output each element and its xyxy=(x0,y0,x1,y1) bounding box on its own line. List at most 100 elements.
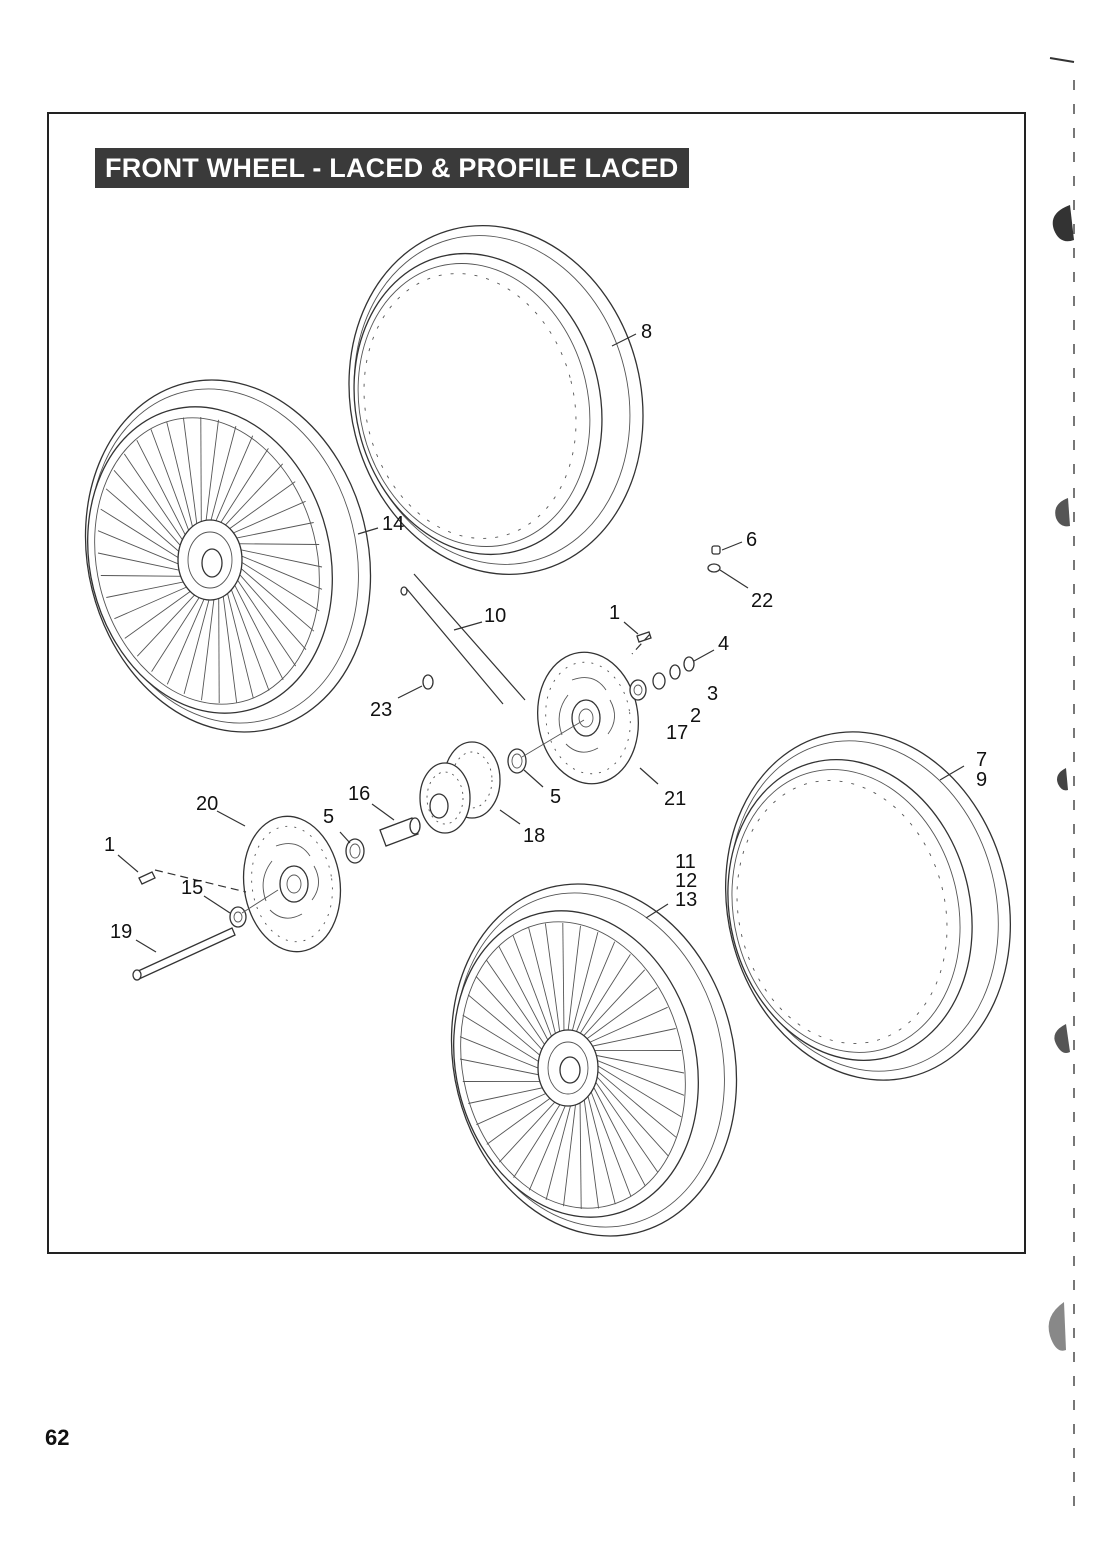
callout-5-right: 5 xyxy=(550,786,561,808)
callout-17: 17 xyxy=(666,722,688,744)
callout-22: 22 xyxy=(751,590,773,612)
callout-23: 23 xyxy=(370,699,392,721)
callout-15: 15 xyxy=(181,877,203,899)
spoke xyxy=(586,1093,616,1205)
spoke xyxy=(589,1089,632,1197)
spoke xyxy=(229,500,306,535)
callout-19: 19 xyxy=(110,921,132,943)
rim-part-7-9 xyxy=(724,731,1012,1081)
spoke xyxy=(462,1014,547,1067)
spoke xyxy=(166,595,207,685)
spoke xyxy=(201,595,215,701)
spoke xyxy=(528,1099,569,1191)
spoke xyxy=(592,1028,676,1047)
spoke xyxy=(597,1070,677,1138)
laced-wheel-part-11-12-13 xyxy=(450,883,738,1237)
spoke xyxy=(218,594,220,704)
spoke xyxy=(590,1006,668,1043)
leader-lines xyxy=(117,333,965,953)
spoke xyxy=(236,548,323,568)
spoke xyxy=(583,1096,600,1209)
spoke xyxy=(486,1093,557,1145)
spoke xyxy=(498,945,552,1047)
spoke xyxy=(100,575,186,577)
spoke xyxy=(229,585,270,691)
callout-18: 18 xyxy=(523,825,545,847)
spoke xyxy=(467,994,547,1062)
diagram-title: FRONT WHEEL - LACED & PROFILE LACED xyxy=(95,148,689,188)
spoke xyxy=(218,448,269,527)
spoke xyxy=(183,595,211,695)
bolt-part-1-left xyxy=(138,871,156,885)
axle-part-19 xyxy=(132,927,236,981)
spoke xyxy=(213,435,254,525)
nut-part-4 xyxy=(683,656,695,672)
spoke xyxy=(136,439,188,540)
spacer-part-15 xyxy=(229,906,247,928)
spoke xyxy=(596,1055,685,1074)
washer-part-2 xyxy=(652,672,666,690)
callout-1-right: 1 xyxy=(609,602,620,624)
rim-part-8 xyxy=(348,225,644,575)
spoke xyxy=(205,419,219,525)
bearing-part-5-right xyxy=(507,748,527,774)
spoke xyxy=(114,585,191,620)
hub-flange-part-18 xyxy=(419,741,501,834)
callout-14: 14 xyxy=(382,513,404,535)
callout-12: 12 xyxy=(675,870,697,892)
spoke xyxy=(166,421,194,532)
spoke xyxy=(594,1081,659,1173)
callout-9: 9 xyxy=(976,769,987,791)
spoke xyxy=(237,565,315,632)
callout-10: 10 xyxy=(484,605,506,627)
spoke xyxy=(476,1089,554,1126)
spoke xyxy=(124,588,194,639)
spoke xyxy=(123,453,186,544)
spoke xyxy=(209,425,237,525)
spoke xyxy=(459,1058,548,1077)
spoke xyxy=(579,1098,582,1210)
spoke xyxy=(232,522,314,540)
callout-3: 3 xyxy=(707,683,718,705)
spoke xyxy=(136,591,198,657)
spoke xyxy=(583,969,646,1037)
spoke xyxy=(232,580,284,681)
callout-1-left: 1 xyxy=(104,834,115,856)
binding-edge xyxy=(1048,57,1075,1506)
callout-8: 8 xyxy=(641,321,652,343)
spoke xyxy=(513,1098,565,1178)
spoke xyxy=(592,1085,646,1187)
spoke xyxy=(97,530,183,567)
spoke xyxy=(544,923,561,1036)
callout-6: 6 xyxy=(746,529,757,551)
callout-7: 7 xyxy=(976,749,987,771)
page-number: 62 xyxy=(45,1425,70,1450)
spoke xyxy=(237,553,323,590)
spoke xyxy=(498,1095,561,1163)
spoke xyxy=(182,417,198,528)
spoke xyxy=(545,1099,573,1201)
spoke xyxy=(222,463,284,529)
spoke xyxy=(528,927,558,1039)
spoke xyxy=(562,922,565,1034)
bearing-part-5-left xyxy=(345,838,365,864)
spoke xyxy=(468,1085,552,1104)
spoke xyxy=(485,959,550,1051)
spoke xyxy=(567,925,581,1033)
spoke xyxy=(200,416,202,526)
spoke xyxy=(100,508,183,561)
spoke xyxy=(113,470,184,550)
spoke xyxy=(105,488,183,555)
spoke xyxy=(571,931,599,1033)
spoke xyxy=(512,935,555,1043)
spoke xyxy=(106,580,188,598)
spoke xyxy=(236,570,307,650)
spoke xyxy=(597,1060,685,1096)
spoke xyxy=(226,481,296,532)
washer-part-3 xyxy=(669,664,681,680)
bolt-part-1-right xyxy=(636,631,652,643)
spacer-part-16 xyxy=(379,817,421,847)
alignment-lines xyxy=(154,633,651,914)
callout-13: 13 xyxy=(675,889,697,911)
